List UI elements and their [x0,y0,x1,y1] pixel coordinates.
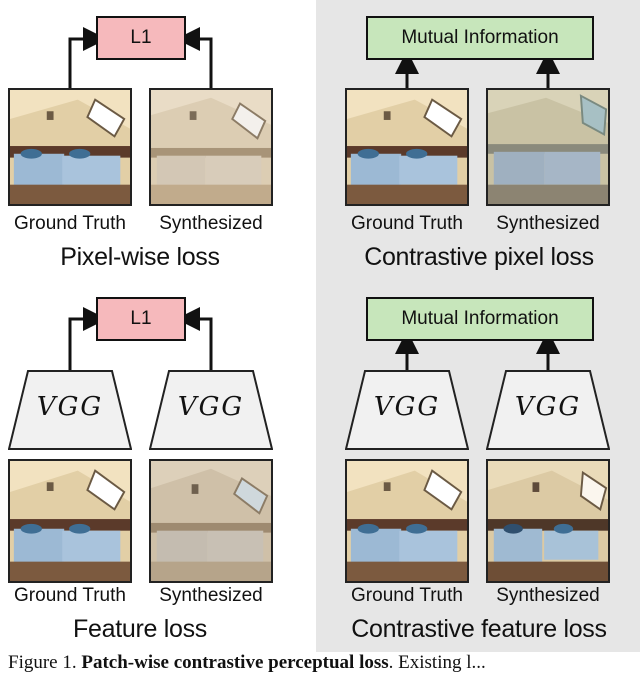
l1-loss-box: L1 [96,16,186,60]
vgg-encoder: VGG [149,370,273,450]
contrastive-pixel-loss-title: Contrastive pixel loss [364,243,594,271]
contrastive-feature-loss-title: Contrastive feature loss [351,615,607,643]
vgg-label: VGG [373,392,441,422]
figure-caption-prefix: Figure 1. [8,652,77,673]
mutual-information-box: Mutual Information [366,16,594,60]
l1-loss-box: L1 [96,297,186,341]
ground-truth-caption: Ground Truth [14,213,126,234]
ground-truth-caption: Ground Truth [351,213,463,234]
synthesized-image [486,88,610,206]
synthesized-image [149,459,273,583]
ground-truth-image [8,88,132,206]
synthesized-image [149,88,273,206]
synthesized-caption: Synthesized [159,213,263,234]
synthesized-image [486,459,610,583]
vgg-encoder: VGG [486,370,610,450]
ground-truth-image [345,88,469,206]
synthesized-caption: Synthesized [496,585,600,606]
vgg-encoder: VGG [8,370,132,450]
synthesized-caption: Synthesized [159,585,263,606]
ground-truth-image [345,459,469,583]
figure-caption-bold: Patch-wise contrastive perceptual loss [81,652,389,673]
ground-truth-caption: Ground Truth [351,585,463,606]
vgg-label: VGG [514,392,582,422]
feature-loss-title: Feature loss [73,615,207,643]
synthesized-caption: Synthesized [496,213,600,234]
ground-truth-caption: Ground Truth [14,585,126,606]
ground-truth-image [8,459,132,583]
figure-caption-rest: . Existing l... [388,652,486,673]
figure-caption: Figure 1. Patch-wise contrastive percept… [8,652,486,674]
vgg-label: VGG [36,392,104,422]
pixel-wise-loss-title: Pixel-wise loss [60,243,220,271]
vgg-label: VGG [177,392,245,422]
vgg-encoder: VGG [345,370,469,450]
mutual-information-box: Mutual Information [366,297,594,341]
